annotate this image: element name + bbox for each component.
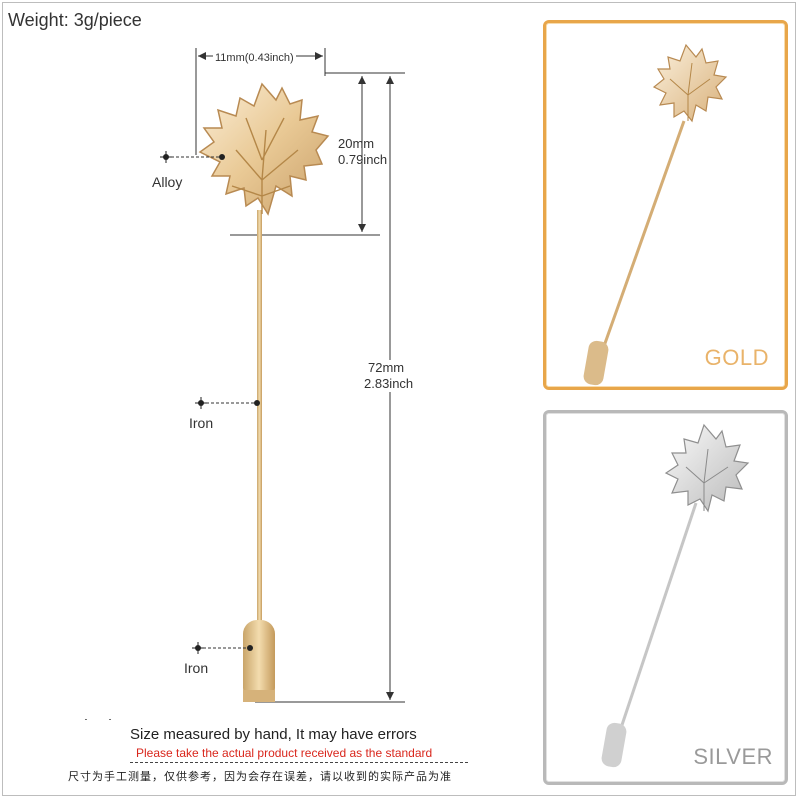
cap-iron-callout xyxy=(192,642,253,654)
pin-iron-callout xyxy=(195,397,260,409)
alloy-callout xyxy=(160,151,225,163)
silver-pin-image xyxy=(601,423,750,768)
leaf-height-inch-label: 0.79inch xyxy=(338,152,388,167)
disclaimer-chinese: 尺寸为手工测量，仅供参考，因为会存在误差，请以收到的实际产品为准 xyxy=(68,771,452,783)
gold-variant-label: GOLD xyxy=(704,345,769,370)
cap-iron-label: Iron xyxy=(184,660,209,676)
width-dimension-label: 11mm(0.43inch) xyxy=(213,50,296,66)
disclaimer-standard-note: Please take the actual product received … xyxy=(136,746,433,760)
silver-variant-panel: SILVER xyxy=(543,410,788,785)
silver-variant-label: SILVER xyxy=(693,744,773,769)
gold-variant-panel: GOLD xyxy=(543,20,788,390)
leaf-height-dimension xyxy=(230,72,405,236)
disclaimer-english: Size measured by hand, It may have error… xyxy=(130,726,417,743)
maple-leaf-icon xyxy=(664,423,750,513)
total-length-mm-label: 72mm xyxy=(368,360,405,376)
pin-shaft xyxy=(257,210,262,630)
total-length-inch-label: 2.83inch xyxy=(364,376,414,392)
weight-label: Weight: 3g/piece xyxy=(8,10,142,30)
pin-cap xyxy=(243,620,275,702)
gold-pin-image xyxy=(583,43,728,386)
pin-iron-label: Iron xyxy=(189,415,214,431)
alloy-label: Alloy xyxy=(152,174,183,190)
maple-leaf-icon xyxy=(198,82,330,216)
ruler-cross-icon xyxy=(78,718,118,720)
disclaimer-divider xyxy=(130,762,468,763)
product-diagram xyxy=(78,48,405,720)
leaf-height-mm-label: 20mm xyxy=(338,136,375,151)
